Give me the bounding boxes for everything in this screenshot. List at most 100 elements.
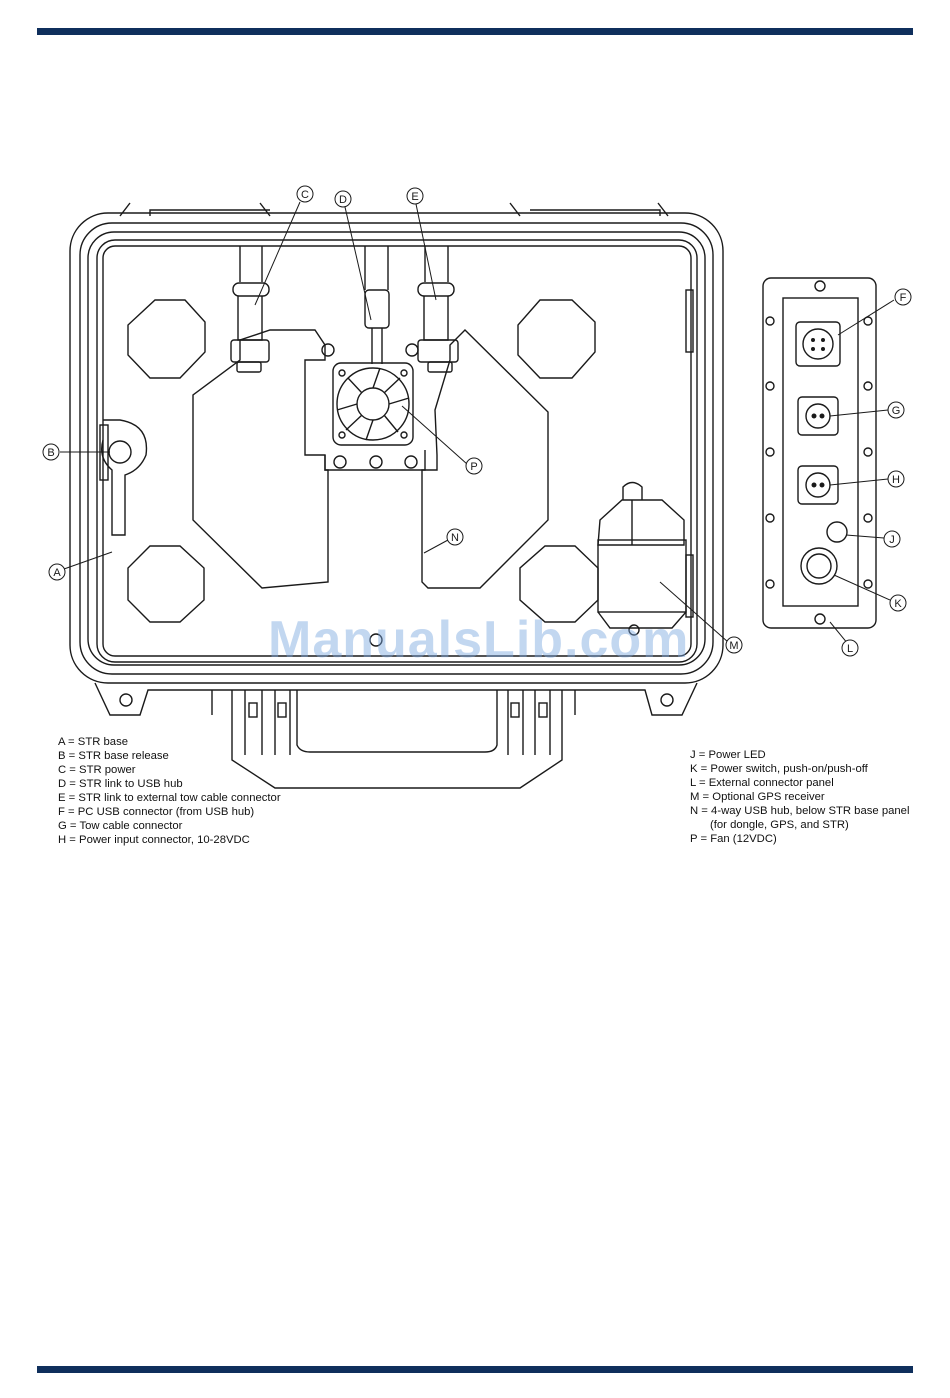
callout-K: K [889, 594, 907, 612]
callout-L: L [841, 639, 859, 657]
gps-strap [622, 481, 643, 545]
svg-text:P: P [470, 461, 477, 473]
handle [231, 690, 563, 789]
foot-hole-left [119, 693, 133, 707]
power-input-connector [797, 465, 839, 505]
legend-item-g: G = Tow cable connector [58, 820, 183, 832]
svg-text:A: A [53, 567, 61, 579]
gps-screw [628, 624, 640, 636]
leader-H [829, 478, 889, 486]
fan-screw-2 [400, 369, 408, 377]
leader-A [63, 551, 113, 570]
callout-E: E [406, 187, 424, 205]
svg-text:H: H [892, 474, 900, 486]
svg-text:D: D [339, 194, 347, 206]
legend-item-d: D = STR link to USB hub [58, 778, 183, 790]
gps-body [597, 539, 687, 613]
svg-text:E: E [411, 191, 418, 203]
legend-item-e: E = STR link to external tow cable conne… [58, 792, 281, 804]
foot-hole-right [660, 693, 674, 707]
legend-item-p: P = Fan (12VDC) [690, 833, 777, 845]
power-switch-inner [806, 553, 832, 579]
svg-text:M: M [729, 640, 738, 652]
legend-item-n: N = 4-way USB hub, below STR base panel [690, 805, 910, 817]
fan-housing [332, 362, 414, 446]
svg-text:B: B [47, 447, 54, 459]
callout-G: G [887, 401, 905, 419]
case-shell-4 [96, 239, 698, 663]
pc-usb-connector [795, 321, 841, 367]
screw-5 [404, 455, 418, 469]
leader-M [659, 581, 729, 643]
handle-mounts [244, 690, 551, 755]
watermark: ManualsLib.com [268, 611, 690, 669]
pc-usb-connector-face [802, 328, 834, 360]
callout-P: P [465, 457, 483, 475]
screw-3 [333, 455, 347, 469]
leader-J [845, 534, 885, 539]
legend-item-a: A = STR base [58, 736, 129, 748]
panel-screw-top [814, 280, 826, 292]
fan-mount-plate [324, 450, 426, 471]
svg-text:J: J [889, 534, 895, 546]
leader-F [837, 299, 895, 336]
usb-link-cable [371, 328, 383, 364]
gps-base [597, 611, 687, 629]
panel-side-screws [765, 316, 873, 589]
callout-M: M [725, 636, 743, 654]
fan-ring [336, 367, 410, 441]
cutout-top-left [127, 299, 206, 379]
release-knob [108, 440, 132, 464]
callout-J: J [883, 530, 901, 548]
callout-B: B [42, 443, 60, 461]
svg-text:K: K [894, 598, 902, 610]
str-base-release [100, 419, 148, 536]
legend-item-b: B = STR base release [58, 750, 169, 762]
side-latch-1 [685, 289, 694, 353]
fan-blades [336, 367, 410, 441]
case-shell-2 [79, 222, 714, 675]
hinge-left [119, 202, 271, 217]
svg-text:F: F [900, 292, 907, 304]
fan-screw-4 [400, 431, 408, 439]
callout-N: N [446, 528, 464, 546]
side-latch-2 [685, 554, 694, 618]
leader-D [344, 206, 372, 321]
screw-6 [369, 633, 383, 647]
leader-L [829, 621, 849, 645]
handle-slot-3 [510, 702, 520, 718]
legend-item-k: K = Power switch, push-on/push-off [690, 763, 868, 775]
case-shell-3 [87, 231, 706, 666]
power-switch-outer [800, 547, 838, 585]
legend-item-l: L = External connector panel [690, 777, 834, 789]
tow-link-plug [423, 296, 449, 341]
svg-text:C: C [301, 189, 309, 201]
fan-screw-1 [338, 369, 346, 377]
screw-1 [321, 343, 335, 357]
tow-cable-connector [797, 396, 839, 436]
legend-left: A = STR base B = STR base release C = ST… [58, 735, 281, 847]
screw-4 [369, 455, 383, 469]
power-input-connector-face [805, 472, 831, 498]
leader-E [415, 203, 437, 301]
case-bottom-ledge [94, 682, 698, 716]
cutout-bottom-left [127, 545, 205, 623]
str-power-tip [236, 361, 262, 373]
tow-link-tip [427, 361, 453, 373]
svg-text:N: N [451, 532, 459, 544]
leader-G [829, 409, 889, 417]
legend-item-j: J = Power LED [690, 749, 766, 761]
callout-D: D [334, 190, 352, 208]
legend-item-m: M = Optional GPS receiver [690, 791, 825, 803]
str-base-plate [102, 245, 692, 657]
tow-link-clamp [417, 282, 455, 297]
leader-K [833, 574, 891, 601]
callout-C: C [296, 185, 314, 203]
screw-2 [405, 343, 419, 357]
bottom-rule [37, 1366, 913, 1373]
handle-slot-1 [248, 702, 258, 718]
leader-C [254, 201, 301, 306]
usb-link-plug [364, 289, 390, 329]
connector-panel-outer [762, 277, 877, 629]
